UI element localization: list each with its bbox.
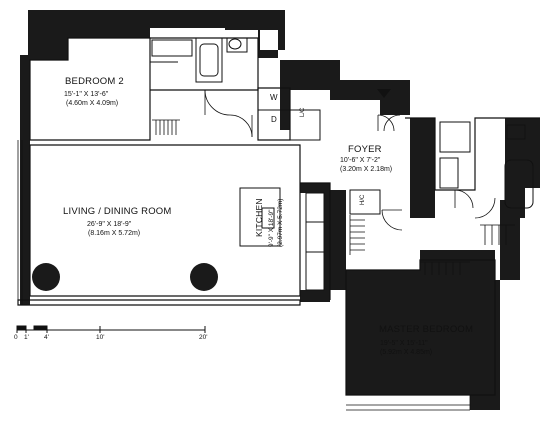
linen-closet-label: L/C <box>300 107 306 117</box>
door-swings <box>204 89 496 231</box>
scale-tick-20: 20' <box>199 334 208 341</box>
scale-tick-0: 0 <box>14 334 18 341</box>
closets <box>152 119 515 275</box>
scale-bar <box>16 325 206 333</box>
scale-tick-1: 1' <box>24 334 29 341</box>
kitchen-island <box>239 187 281 247</box>
scale-tick-10: 10' <box>96 334 105 341</box>
foyer-name: FOYER <box>348 144 382 155</box>
master-bedroom-name: MASTER BEDROOM <box>379 324 474 335</box>
bedroom-2-name: BEDROOM 2 <box>65 76 124 87</box>
dryer-label: D <box>271 115 277 124</box>
room-outlines <box>17 37 540 396</box>
foyer-dim-imperial: 10'-6" X 7'-2" <box>340 157 381 164</box>
walls <box>20 10 540 410</box>
bedroom-2-dim-metric: (4.60m X 4.09m) <box>66 100 119 107</box>
column-right <box>190 263 218 291</box>
kitchen-dim-imperial: 9'-9" X 18'-9" <box>268 209 275 247</box>
window-band <box>17 140 471 411</box>
hall-closet-label: H/C <box>360 194 366 205</box>
kitchen-name: KITCHEN <box>254 198 264 237</box>
foyer-closets <box>289 109 381 215</box>
foyer-dim-metric: (3.20m X 2.18m) <box>340 166 393 173</box>
master-bedroom-dim-metric: (5.92m X 4.85m) <box>380 349 433 356</box>
bedroom-2-dim-imperial: 15'-1" X 13'-6" <box>64 91 109 98</box>
column-left <box>32 263 60 291</box>
kitchen-counters <box>305 192 325 291</box>
living-dining-dim-imperial: 26'-9" X 18'-9" <box>87 221 132 228</box>
kitchen-dim-metric: (2.97m X 5.72m) <box>277 198 284 247</box>
entry-marker <box>377 89 391 98</box>
living-dining-name: LIVING / DINING ROOM <box>63 206 172 217</box>
living-dining-dim-metric: (8.16m X 5.72m) <box>88 230 141 237</box>
master-bedroom-dim-imperial: 19'-5" X 15'-11" <box>380 340 428 347</box>
bathroom-1 <box>150 37 248 83</box>
master-bath <box>439 121 534 209</box>
scale-tick-4: 4' <box>44 334 49 341</box>
washer-label: W <box>270 93 278 102</box>
